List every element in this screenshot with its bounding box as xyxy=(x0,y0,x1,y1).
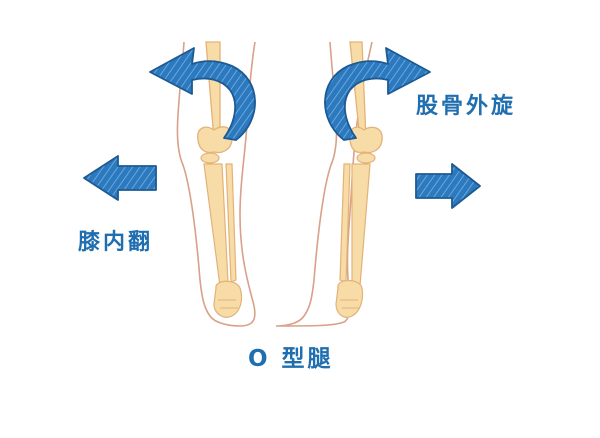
left-knee-joint xyxy=(197,126,233,154)
right-leg xyxy=(275,41,383,327)
right-straight-arrow-icon xyxy=(415,163,481,209)
right-knee-joint xyxy=(349,126,383,154)
right-femur xyxy=(349,41,367,141)
diagram-title: O 型腿 xyxy=(248,346,334,372)
left-curved-arrow-icon xyxy=(149,47,256,141)
left-patella xyxy=(200,152,220,164)
left-straight-arrow-icon xyxy=(83,155,157,201)
left-leg xyxy=(176,41,256,327)
right-tibia xyxy=(351,163,371,287)
right-ankle xyxy=(335,279,364,318)
left-femur xyxy=(205,41,221,141)
knee-varus-label: 膝内翻 xyxy=(78,230,154,255)
left-leg-outline xyxy=(176,41,256,327)
right-fibula xyxy=(339,163,351,283)
right-patella xyxy=(356,152,376,164)
femur-external-rotation-label: 股骨外旋 xyxy=(416,94,517,119)
right-curved-arrow-icon xyxy=(324,47,431,141)
left-fibula xyxy=(225,163,237,283)
left-tibia xyxy=(203,163,229,287)
left-ankle xyxy=(213,280,243,318)
